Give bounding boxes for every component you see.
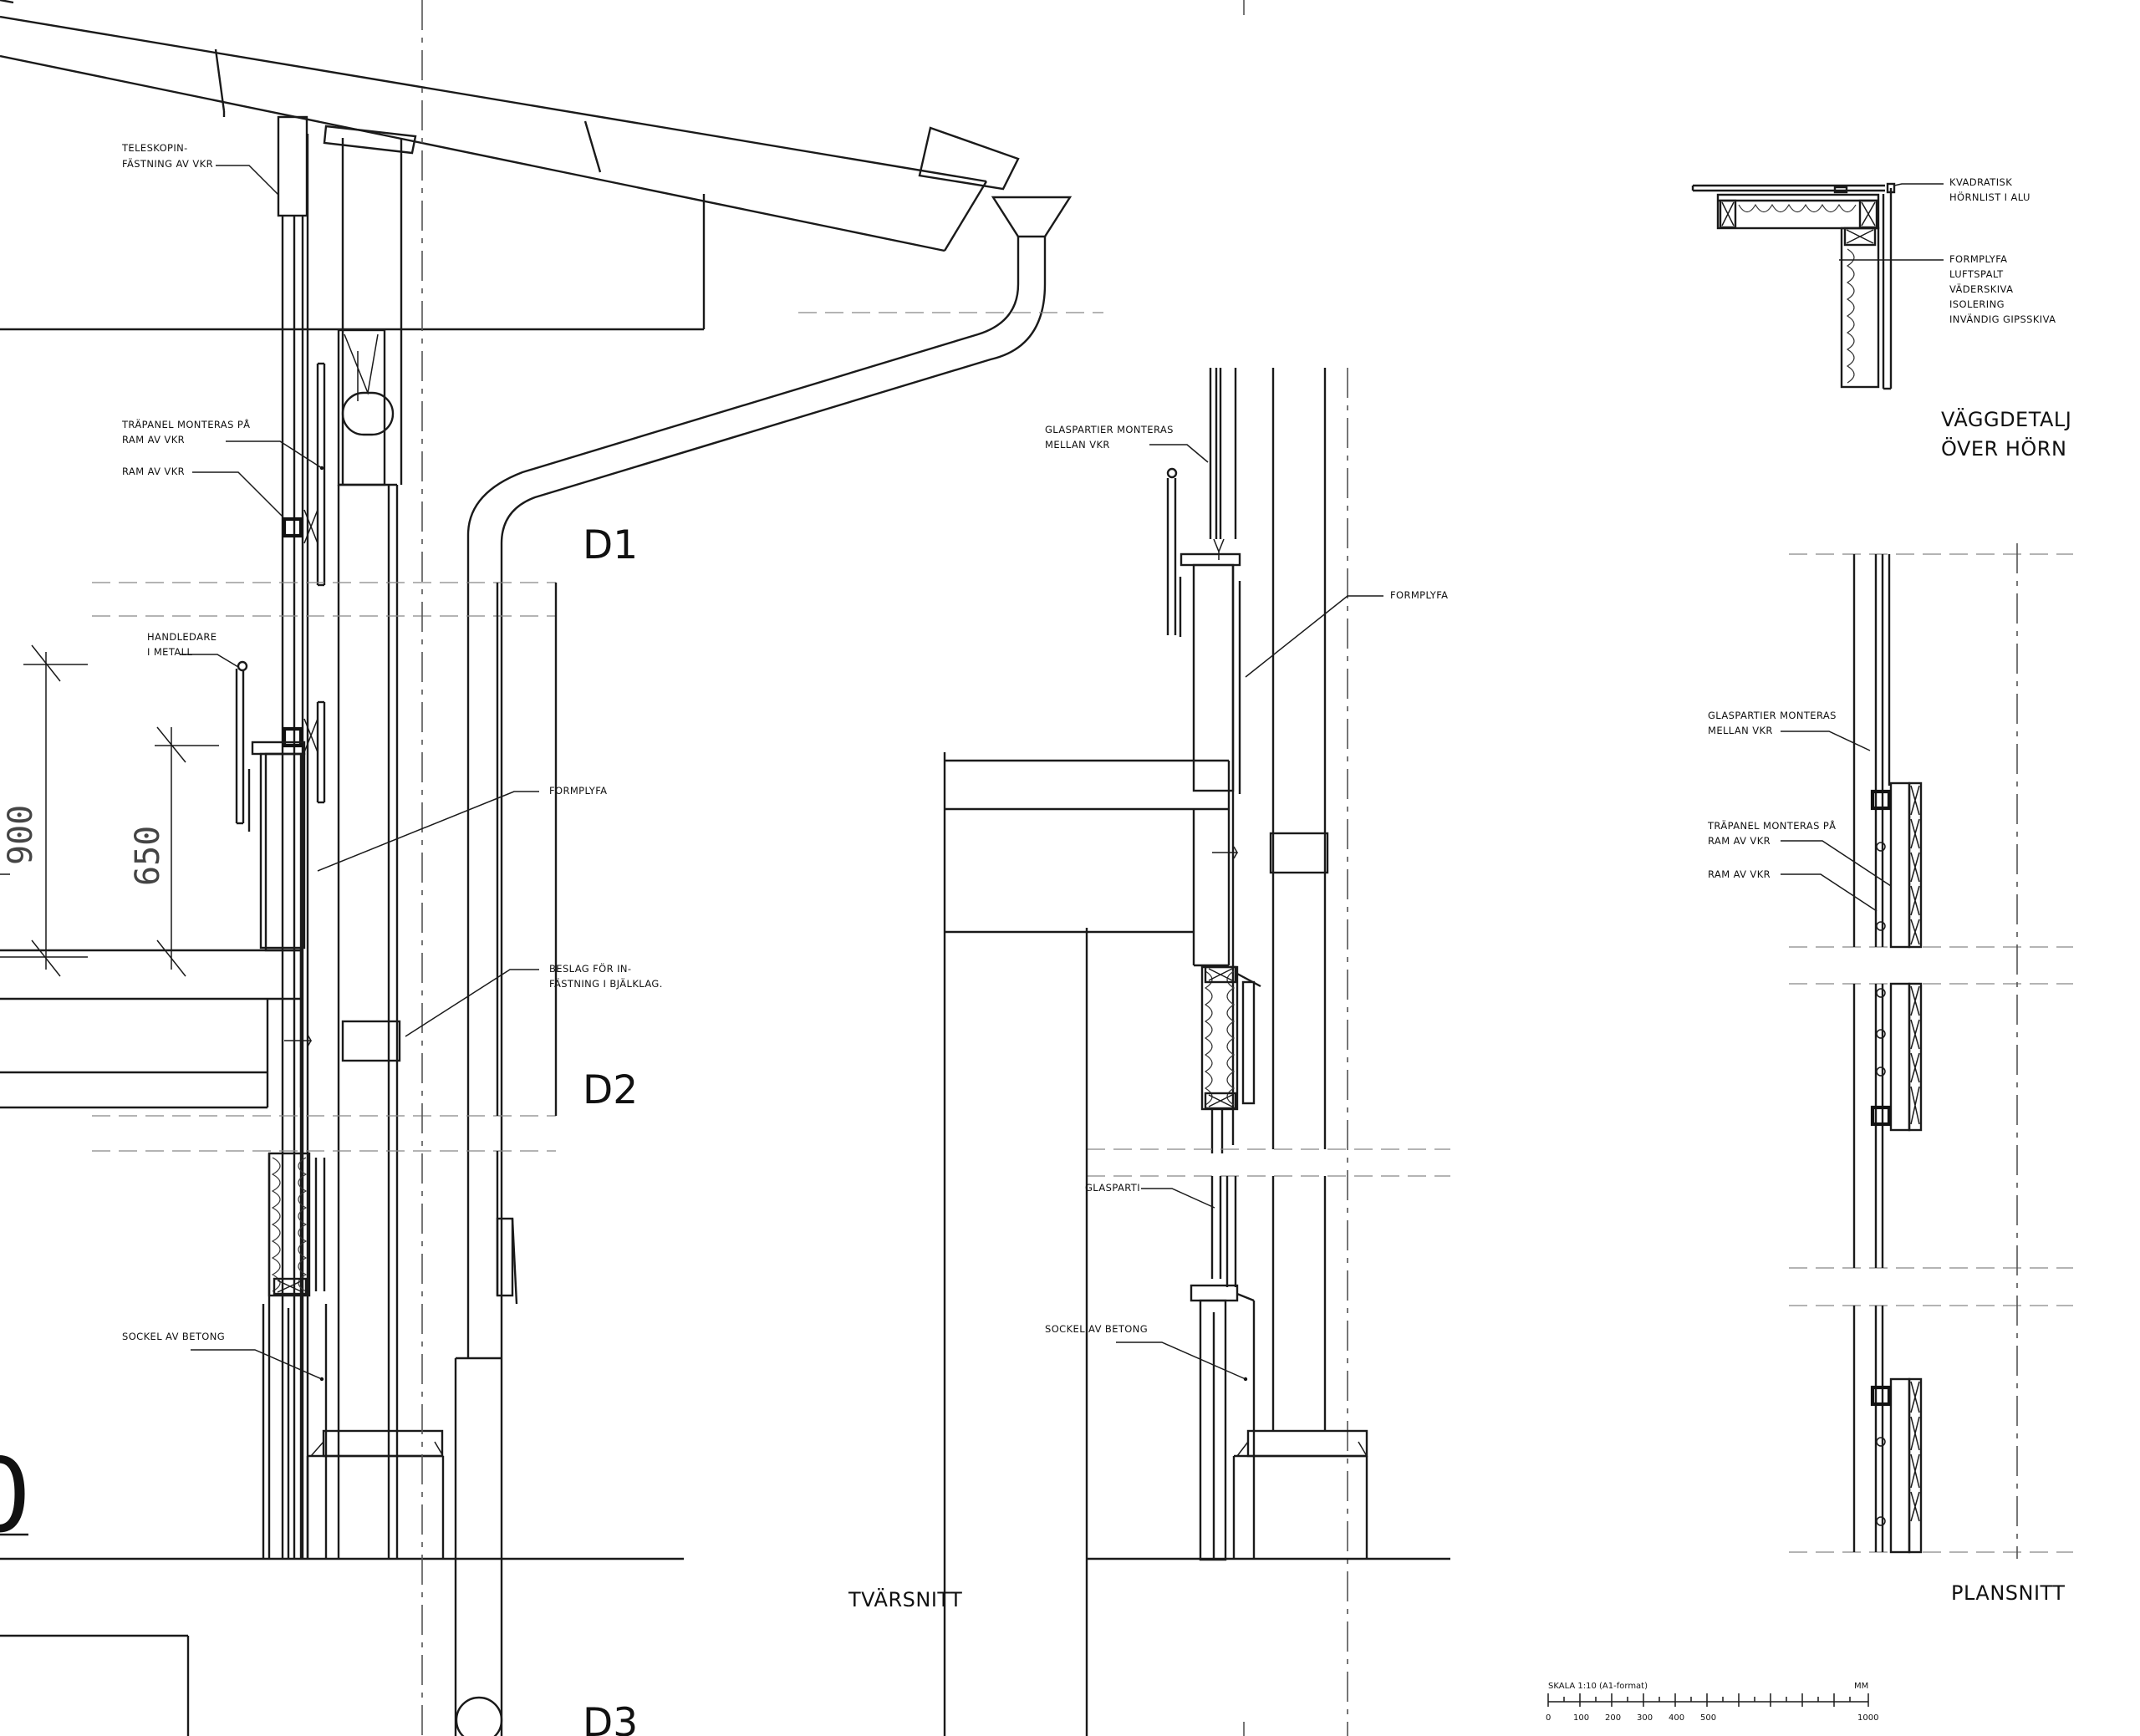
title-tvarsnitt: TVÄRSNITT [848, 1587, 962, 1611]
cross-section: GLASPARTIER MONTERAS MELLAN VKR FORMPLYF… [848, 0, 1450, 1736]
plan-section: GLASPARTIER MONTERAS MELLAN VKR TRÄPANEL… [1707, 543, 2073, 1605]
dimension-650: 650 [129, 826, 167, 886]
scale-tick: 400 [1669, 1713, 1684, 1723]
label-handledare: HANDLEDARE [147, 631, 217, 643]
label-layer: FORMPLYFA [1949, 253, 2007, 265]
label-handledare: I METALL [147, 646, 192, 658]
label-glaspartier: MELLAN VKR [1708, 725, 1773, 736]
detail-mark-d1: D1 [583, 522, 638, 568]
title-plansnitt: PLANSNITT [1951, 1581, 2065, 1605]
label-ram: RAM AV VKR [1708, 868, 1771, 880]
scale-tick: 0 [1546, 1713, 1551, 1723]
detail-mark-d3: D3 [583, 1700, 638, 1736]
label-trapanel: TRÄPANEL MONTERAS PÅ [1707, 819, 1836, 832]
label-trapanel: RAM AV VKR [1708, 835, 1771, 847]
corner-detail: KVADRATISK HÖRNLIST I ALU FORMPLYFA LUFT… [1691, 176, 2071, 461]
label-layer: VÄDERSKIVA [1949, 283, 2013, 295]
title-vaggdetalj: VÄGGDETALJ [1941, 407, 2071, 431]
label-beslag: BESLAG FÖR IN- [549, 961, 631, 975]
label-sockel: SOCKEL AV BETONG [122, 1331, 225, 1342]
title-vaggdetalj: ÖVER HÖRN [1941, 436, 2066, 461]
scale-tick: 1000 [1857, 1713, 1878, 1723]
label-glasparti: GLASPARTI [1085, 1182, 1140, 1194]
scale-tick: 300 [1637, 1713, 1653, 1723]
label-layer: INVÄNDIG GIPSSKIVA [1949, 313, 2056, 325]
label-kvadratisk: KVADRATISK [1949, 176, 2012, 188]
label-glaspartier: GLASPARTIER MONTERAS [1708, 710, 1837, 721]
label-glaspartier: MELLAN VKR [1045, 439, 1110, 451]
scale-tick: 500 [1700, 1713, 1716, 1723]
label-formplyfa: FORMPLYFA [549, 785, 607, 797]
scale-tick: 100 [1573, 1713, 1589, 1723]
label-trapanel: RAM AV VKR [122, 434, 185, 445]
label-teleskopin: FÄSTNING AV VKR [122, 157, 213, 170]
left-section: TELESKOPIN- FÄSTNING AV VKR TRÄPANEL MON… [0, 0, 1103, 1736]
scale-unit: MM [1854, 1682, 1868, 1691]
scale-bar: SKALA 1:10 (A1-format) MM 0 [1546, 1682, 1878, 1723]
label-teleskopin: TELESKOPIN- [121, 142, 188, 154]
label-trapanel: TRÄPANEL MONTERAS PÅ [121, 418, 250, 430]
detail-mark-d2: D2 [583, 1067, 638, 1113]
partial-zero: 0 [0, 1437, 32, 1555]
label-layer: LUFTSPALT [1949, 268, 2004, 280]
label-ram: RAM AV VKR [122, 466, 185, 477]
label-beslag: FÄSTNING I BJÄLKLAG. [549, 977, 663, 990]
label-glaspartier: GLASPARTIER MONTERAS [1045, 424, 1174, 435]
label-layer: ISOLERING [1949, 298, 2005, 310]
label-formplyfa: FORMPLYFA [1390, 589, 1448, 601]
dimension-900: 900 [2, 805, 40, 865]
scale-tick: 200 [1605, 1713, 1621, 1723]
label-sockel: SOCKEL AV BETONG [1045, 1323, 1148, 1335]
label-kvadratisk: HÖRNLIST I ALU [1949, 190, 2030, 203]
scale-title: SKALA 1:10 (A1-format) [1548, 1682, 1648, 1691]
